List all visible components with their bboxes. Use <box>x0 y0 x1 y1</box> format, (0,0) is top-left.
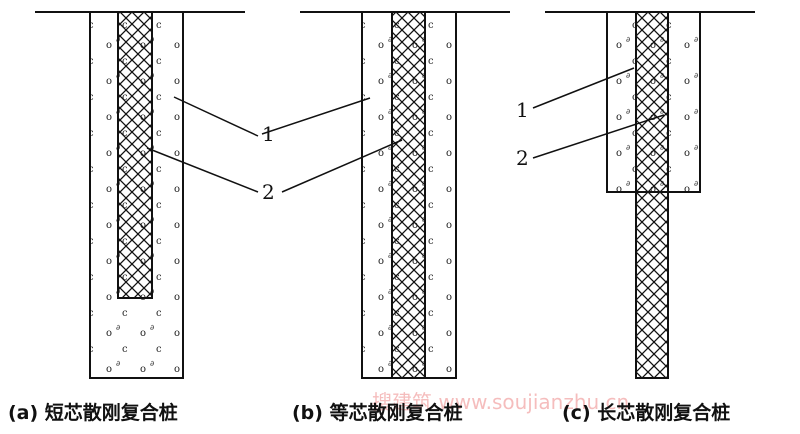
pile-c <box>545 11 755 379</box>
label-1-c: 1 <box>516 98 529 122</box>
caption-a: (a) 短芯散刚复合桩 <box>8 402 178 424</box>
caption-b: (b) 等芯散刚复合桩 <box>292 402 463 424</box>
leader-lines <box>146 67 665 193</box>
label-1-ab: 1 <box>262 122 275 146</box>
label-2-c: 2 <box>516 146 529 170</box>
pile-b <box>300 11 510 379</box>
watermark: 搜建筑 www.soujianzhu.cn <box>372 390 630 414</box>
caption-c: (c) 长芯散刚复合桩 <box>562 402 731 424</box>
pile-a <box>35 11 245 379</box>
label-2-ab: 2 <box>262 180 275 204</box>
